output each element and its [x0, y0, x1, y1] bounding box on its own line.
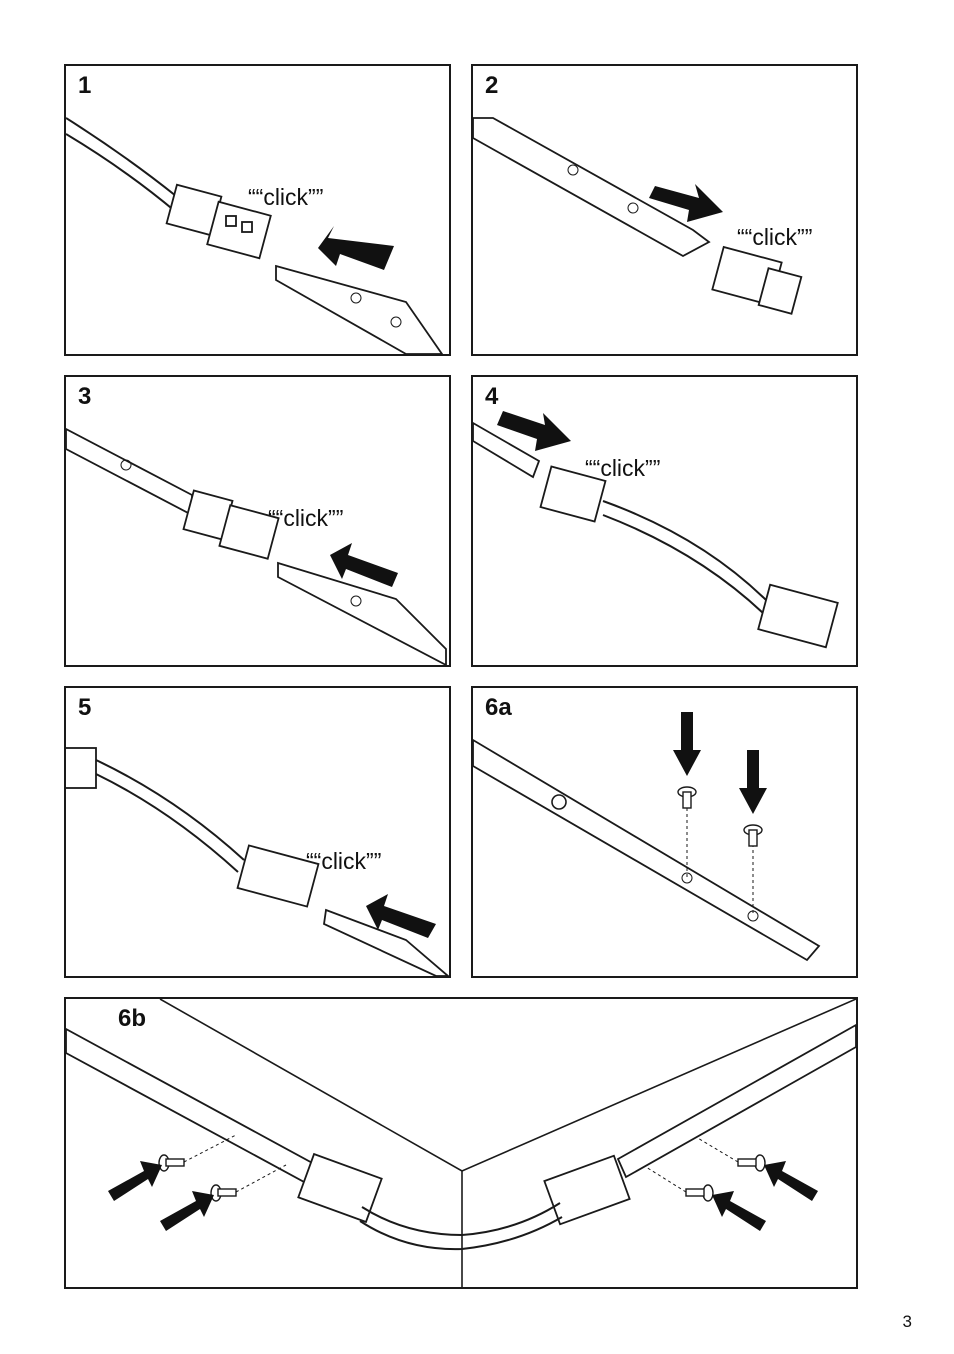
step-3-label: 3	[78, 383, 92, 410]
led-strip-icon	[66, 427, 193, 517]
step-4-click-caption: ““click””	[585, 455, 661, 481]
step-5-illustration	[66, 747, 449, 976]
step-6a-label: 6a	[485, 694, 512, 721]
step-2-panel: 2 ““click””	[471, 64, 858, 356]
page-number: 3	[902, 1312, 912, 1331]
led-strip-icon	[616, 1023, 856, 1179]
led-strip-icon	[473, 117, 711, 258]
connector-icon	[182, 489, 280, 560]
step-5-click-caption: ““click””	[306, 848, 382, 874]
step-3-illustration	[66, 427, 447, 665]
step-5-panel: 5 ““click””	[64, 686, 451, 978]
step-6b-panel: 6b	[64, 997, 858, 1289]
push-arrow-icon	[160, 1191, 214, 1231]
down-arrow-icon	[673, 712, 701, 776]
step-2-label: 2	[485, 72, 499, 99]
connector-icon	[66, 747, 97, 789]
screw-icon	[677, 786, 763, 847]
led-strip-icon	[275, 264, 444, 354]
led-strip-icon	[66, 1027, 318, 1185]
step-4-illustration	[473, 411, 839, 649]
connector-icon	[539, 465, 607, 523]
step-4-label: 4	[485, 383, 499, 410]
led-strip-icon	[473, 421, 541, 479]
connector-icon	[711, 245, 803, 315]
push-arrow-icon	[712, 1191, 766, 1231]
step-2-click-caption: ““click””	[737, 224, 813, 250]
connector-icon	[757, 583, 839, 649]
push-arrow-icon	[318, 226, 394, 270]
step-6b-illustration	[66, 999, 856, 1287]
step-5-label: 5	[78, 694, 92, 721]
screw-icon	[158, 1154, 766, 1202]
step-6a-panel: 6a	[471, 686, 858, 978]
push-arrow-icon	[497, 411, 571, 451]
push-arrow-icon	[366, 894, 436, 938]
step-6a-illustration	[473, 712, 821, 962]
step-1-illustration	[66, 117, 444, 354]
push-arrow-icon	[764, 1161, 818, 1201]
step-4-panel: 4 ““click””	[471, 375, 858, 667]
connector-icon	[165, 183, 272, 260]
step-1-panel: 1 ““click””	[64, 64, 451, 356]
step-3-click-caption: ““click””	[268, 505, 344, 531]
down-arrow-icon	[739, 750, 767, 814]
push-arrow-icon	[330, 543, 398, 587]
connector-icon	[236, 844, 320, 908]
step-1-label: 1	[78, 72, 92, 99]
led-strip-icon	[277, 561, 447, 665]
led-strip-icon	[473, 738, 821, 962]
push-arrow-icon	[649, 184, 723, 222]
led-strip-icon	[323, 908, 449, 976]
step-6b-label: 6b	[118, 1005, 147, 1032]
step-1-click-caption: ““click””	[248, 184, 324, 210]
step-2-illustration	[473, 117, 803, 315]
connector-icon	[297, 1152, 631, 1226]
push-arrow-icon	[108, 1161, 162, 1201]
step-3-panel: 3 ““click””	[64, 375, 451, 667]
